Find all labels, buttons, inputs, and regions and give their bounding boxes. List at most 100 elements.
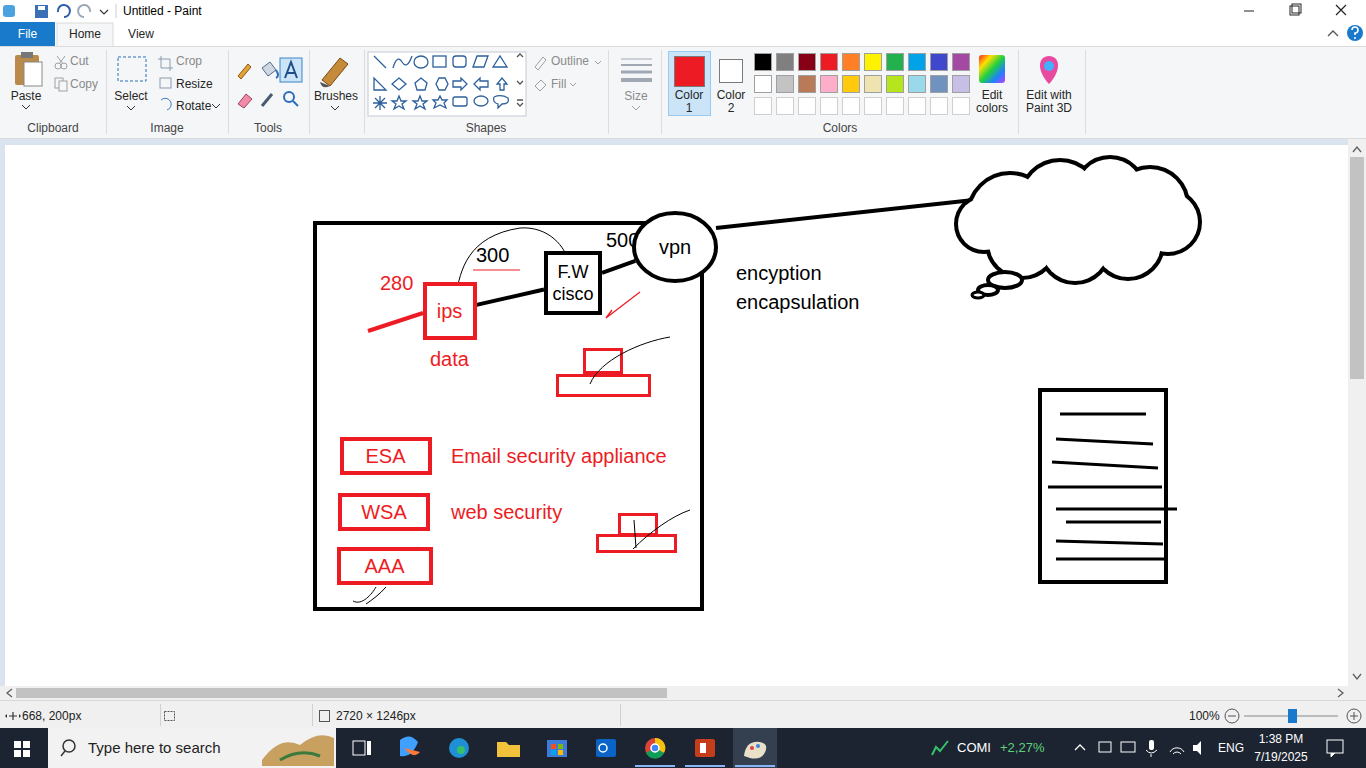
connector-line (602, 261, 635, 273)
vpn-circle: vpn (632, 211, 718, 283)
title-bar-part (1292, 4, 1301, 13)
connector-line (477, 290, 545, 305)
note-text: encyption encapsulation (736, 259, 859, 317)
shapes-gallery-part (453, 56, 466, 67)
color-palette-part (953, 98, 970, 115)
ribbon-part (0, 46, 1366, 47)
taskbar (0, 728, 1366, 768)
ribbon-button-label: Resize (176, 77, 213, 92)
color-palette-part (843, 54, 860, 71)
cloud-shape-part (958, 159, 1198, 281)
color-palette-part (821, 76, 838, 93)
tab-row-part (1352, 27, 1358, 35)
ips-box: ips (423, 282, 477, 340)
ribbon-part-part (364, 50, 365, 134)
title-bar-part (38, 6, 45, 10)
title-bar-part (78, 5, 90, 17)
tab-row-part (57, 23, 113, 47)
device-symbol-part (633, 510, 690, 549)
cut-copy-icons-part (59, 81, 67, 91)
shapes-gallery-part (433, 56, 446, 67)
title-bar-part (35, 5, 48, 18)
size-icon-part (621, 78, 652, 82)
taskbar-part (645, 738, 665, 758)
cut-copy-icons-part (59, 56, 65, 64)
status-bar-part (620, 704, 621, 726)
appliance-box: ESA (340, 437, 432, 475)
taskbar-part (651, 744, 659, 752)
taskbar-part (353, 741, 365, 755)
clock-date: 7/19/2025 (1248, 750, 1314, 765)
color-palette-part (843, 98, 860, 115)
taskbar-part (1331, 753, 1335, 757)
device-symbol-part (558, 376, 650, 396)
taskbar-part (695, 739, 715, 757)
color-palette-part (799, 98, 816, 115)
taskbar-part (497, 742, 520, 757)
document-icon-part-part (1052, 462, 1158, 468)
ribbon-group-label: Image (142, 121, 192, 136)
taskbar-part (1327, 740, 1343, 753)
connector-line (477, 290, 545, 305)
taskbar-part (1146, 750, 1157, 757)
taskbar-part (558, 750, 563, 755)
tab-row-part (0, 22, 55, 46)
paint3d-icon-part (1044, 61, 1054, 71)
search-placeholder: Type here to search (88, 739, 221, 757)
taskbar-part (262, 735, 334, 766)
device-symbol-part (620, 515, 657, 535)
shapes-gallery-part (436, 78, 448, 90)
taskbar-part (558, 744, 563, 749)
system-boundary (315, 223, 702, 609)
circle-outline-shape (634, 213, 716, 281)
node-text: WSA (361, 500, 407, 524)
status-text: 2720 × 1246px (336, 709, 416, 724)
title-bar-part (58, 5, 70, 17)
shapes-gallery-part (474, 96, 488, 106)
taskbar-part (457, 746, 465, 754)
tools-icons-part (280, 58, 302, 82)
taskbar-part (700, 743, 706, 753)
color-palette-part (931, 54, 948, 71)
underline-mark-part (473, 270, 520, 271)
taskbar-part (63, 740, 75, 752)
tools-icons-part (285, 62, 297, 78)
status-bar-part (9, 712, 17, 720)
taskbar-part (14, 741, 30, 757)
shapes-gallery (368, 52, 526, 116)
cloud-shape (958, 159, 1198, 298)
taskbar-part (367, 741, 371, 755)
canvas-area-part (1338, 689, 1343, 697)
flow-label: data (430, 347, 469, 371)
callout-number: 300 (476, 243, 509, 267)
status-text: 668, 200px (22, 709, 81, 724)
status-bar-part (1350, 712, 1358, 720)
color-palette-part (755, 76, 772, 93)
cloud-shape-part (972, 292, 984, 298)
ribbon-button-label: Edit colors (976, 89, 1008, 115)
title-bar-part (116, 4, 117, 18)
ribbon-button-label: Fill (551, 77, 566, 92)
document-icon-part-part (1066, 521, 1161, 524)
status-bar-part (1228, 716, 1236, 717)
check-mark-part (606, 292, 640, 318)
outline-fill-icons-part (535, 80, 546, 91)
node-text: F.W cisco (552, 261, 593, 305)
color-palette-part (909, 98, 926, 115)
node-text: AAA (364, 554, 404, 578)
tools-icons-part (276, 70, 278, 78)
paste-icon-part (22, 105, 30, 109)
ribbon-button-label: Select (110, 89, 152, 104)
menu-tab: File (0, 27, 55, 42)
color-palette-part (953, 54, 970, 71)
description-text: web security (451, 500, 562, 524)
ribbon-part-part (1085, 50, 1086, 134)
canvas-area-part (0, 139, 1348, 686)
tab-row-part (1347, 25, 1363, 41)
taskbar-part (596, 739, 616, 757)
canvas-area (0, 139, 1366, 700)
taskbar-part (1170, 748, 1184, 754)
taskbar-part (1149, 740, 1154, 750)
canvas-area-part (5, 145, 1348, 686)
